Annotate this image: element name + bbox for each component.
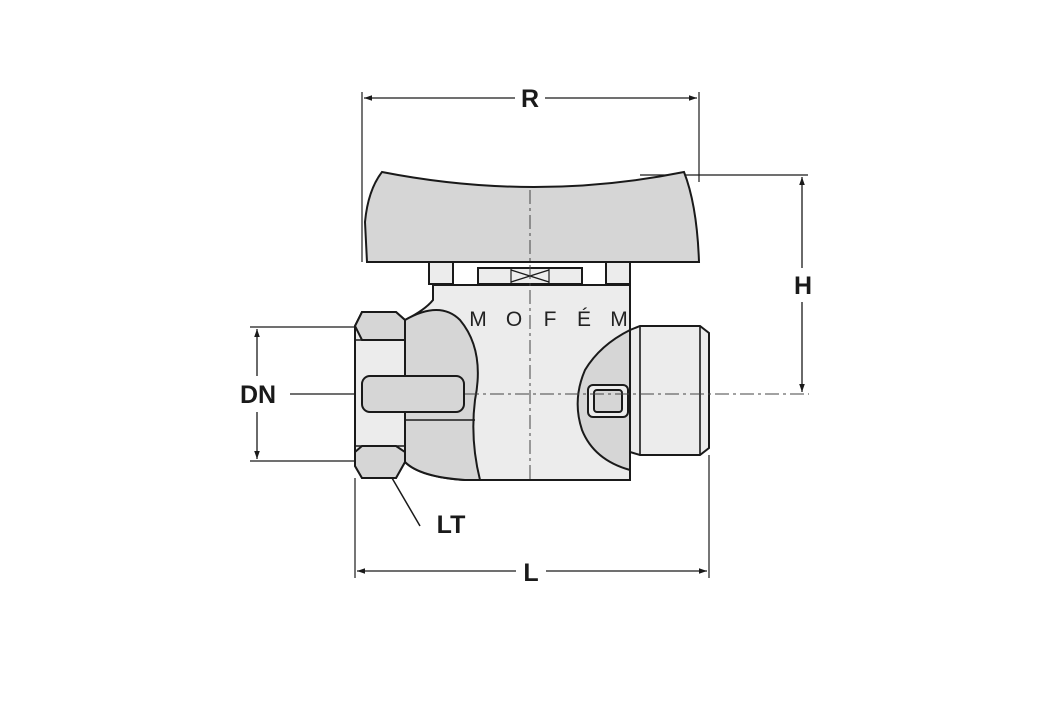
left-hex-nut	[353, 311, 475, 479]
dimension-label-h: H	[794, 272, 812, 300]
dimension-label-lt: LT	[437, 511, 466, 539]
dimension-r: R	[361, 85, 700, 262]
dimension-label-l: L	[523, 559, 538, 587]
dimension-l: L	[354, 455, 710, 587]
right-threaded-end	[629, 325, 710, 456]
brand-letter: O	[506, 308, 522, 331]
dimension-label-r: R	[521, 85, 539, 113]
dimension-label-dn: DN	[240, 381, 276, 409]
brand-letter: M	[469, 308, 487, 331]
brand-letter: É	[577, 308, 591, 331]
center-lines	[465, 190, 809, 480]
brand-lettering: M O F É M	[469, 308, 628, 331]
brand-letter: M	[610, 308, 628, 331]
valve-handle	[363, 170, 701, 285]
brand-letter: F	[544, 308, 557, 331]
valve-body	[404, 284, 631, 481]
dimension-dn: DN	[240, 326, 360, 462]
